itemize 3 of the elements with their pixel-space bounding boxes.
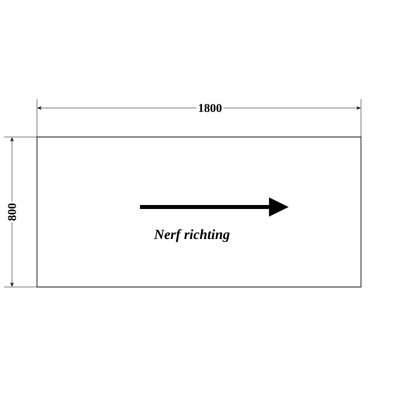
dimension-label: 800 (6, 202, 18, 222)
dimension-label: 1800 (196, 102, 224, 114)
panel-box: Nerf richting (36, 136, 362, 288)
